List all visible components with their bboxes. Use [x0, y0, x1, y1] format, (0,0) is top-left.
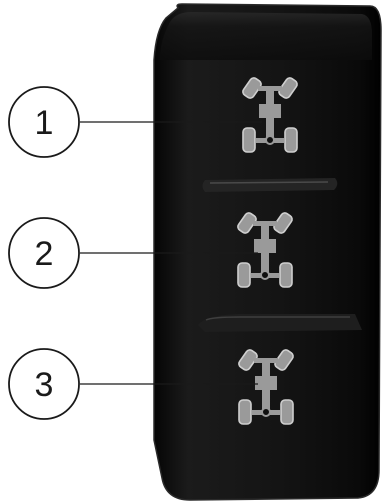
callout-1-circle: [8, 86, 80, 158]
callout-2-number: 2: [35, 235, 54, 273]
switch-divider-upper: [202, 178, 338, 192]
callout-3: 3: [8, 348, 258, 420]
callout-3-number: 3: [35, 366, 54, 404]
switch-divider-lower: [198, 314, 362, 332]
callout-1-number: 1: [35, 104, 54, 142]
callout-1: 1: [8, 86, 262, 158]
callout-2: 2: [8, 217, 258, 289]
callout-3-circle: [8, 348, 80, 420]
callout-2-circle: [8, 217, 80, 289]
